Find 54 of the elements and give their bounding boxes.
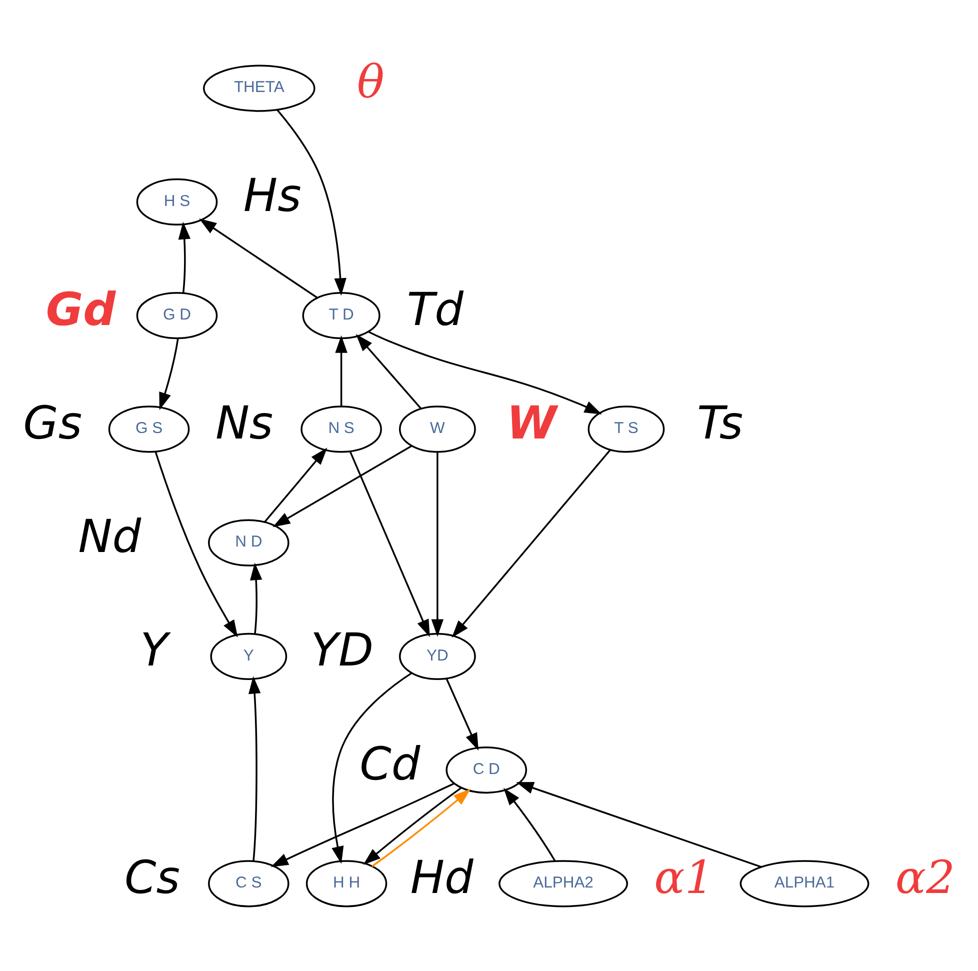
node-label: Cd (360, 736, 420, 790)
node-label: YD (310, 623, 374, 676)
node-label: Hd (410, 850, 474, 904)
node-ellipse: THETA (202, 64, 316, 112)
arrow (335, 334, 348, 406)
node-ellipse: G D (136, 292, 218, 339)
arrow (452, 448, 611, 638)
arrow (503, 787, 556, 862)
arrow (178, 221, 191, 293)
node-ellipse: G S (108, 405, 190, 452)
node-ellipse: T S (588, 405, 665, 452)
arrow (276, 108, 346, 296)
arrow (250, 562, 262, 634)
arrow (349, 450, 430, 637)
node-label: Ns (215, 396, 274, 449)
node-label: Cs (124, 850, 180, 904)
node-label: Hs (243, 168, 302, 222)
arrow (272, 444, 412, 527)
arrow (154, 450, 238, 637)
arrow (159, 337, 179, 410)
node-label: Y (140, 623, 168, 676)
node-ellipse: N S (300, 405, 382, 452)
node-ellipse: YD (398, 632, 476, 680)
node-label: W (506, 396, 557, 449)
arrow (363, 786, 462, 864)
node-label: Gs (23, 396, 82, 449)
node-ellipse: H H (306, 860, 388, 907)
node-ellipse: H S (136, 178, 218, 225)
node-label: Nd (78, 510, 142, 563)
arrow (332, 672, 412, 864)
node-ellipse: C S (208, 860, 290, 907)
arrow (199, 218, 318, 298)
node-label: Ts (697, 396, 744, 449)
arrow (431, 451, 444, 636)
node-ellipse: ALPHA2 (498, 860, 628, 907)
arrow (516, 782, 762, 868)
arrow (368, 330, 602, 414)
node-label: α2 (895, 850, 955, 904)
node-label: Gd (46, 282, 116, 336)
node-ellipse: Y (210, 632, 288, 680)
arrow (371, 788, 471, 867)
node-ellipse: ALPHA1 (740, 860, 870, 907)
node-ellipse: C D (446, 746, 528, 794)
node-label: α1 (654, 850, 714, 904)
arrow (264, 447, 328, 522)
node-label: Td (406, 282, 464, 336)
node-label: θ (357, 55, 384, 108)
node-ellipse: N D (208, 518, 290, 566)
arrow (248, 676, 261, 861)
arrow (270, 782, 455, 866)
arrow (356, 334, 422, 410)
arrow (446, 678, 479, 750)
node-ellipse: T D (302, 292, 380, 339)
node-ellipse: W (398, 405, 476, 452)
